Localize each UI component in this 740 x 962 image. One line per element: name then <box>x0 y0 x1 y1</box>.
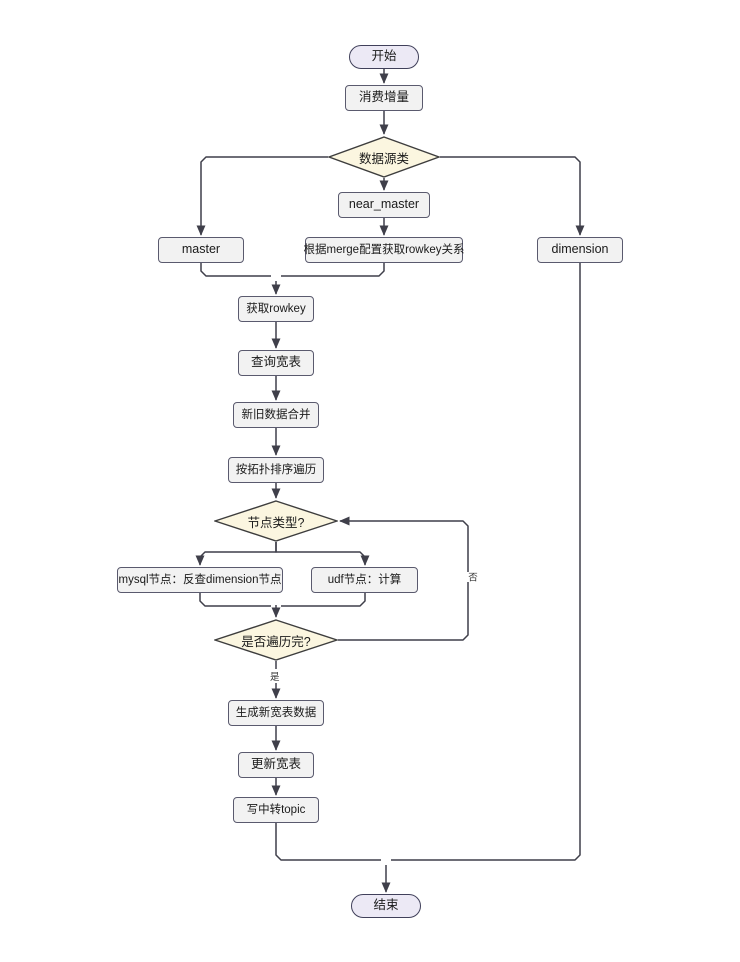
node-topological-traverse[interactable]: 按拓扑排序遍历 <box>228 457 324 483</box>
edge-label-yes: 是 <box>269 669 281 683</box>
node-merge-config-rowkey[interactable]: 根据merge配置获取rowkey关系 <box>303 237 465 263</box>
node-traverse-finished-decision[interactable]: 是否遍历完? <box>214 619 338 661</box>
node-master[interactable]: master <box>158 237 244 263</box>
edge-nodetype-udfnode <box>275 542 370 566</box>
node-merge-old-new-data[interactable]: 新旧数据合并 <box>233 402 319 428</box>
node-update-wide-table[interactable]: 更新宽表 <box>238 752 314 778</box>
edge-dimension-join <box>391 263 581 861</box>
node-write-relay-topic[interactable]: 写中转topic <box>233 797 319 823</box>
edge-nodetype-mysqlnode <box>195 542 277 566</box>
node-query-wide-table[interactable]: 查询宽表 <box>238 350 314 376</box>
node-generate-new-wide-table-data[interactable]: 生成新宽表数据 <box>228 700 324 726</box>
node-source-type-label: 数据源类 <box>358 151 409 166</box>
node-traverse-finished-label: 是否遍历完? <box>241 634 311 649</box>
edge-srctype-master <box>196 156 328 236</box>
node-near-master[interactable]: near_master <box>338 192 430 218</box>
edge-mergecfg-join <box>281 263 385 277</box>
edge-mysqlnode-join <box>199 593 271 607</box>
node-end[interactable]: 结束 <box>351 894 421 918</box>
node-dimension[interactable]: dimension <box>537 237 623 263</box>
node-consume-increment[interactable]: 消费增量 <box>345 85 423 111</box>
node-node-type-decision[interactable]: 节点类型? <box>214 500 338 542</box>
edge-udfnode-join <box>281 593 366 607</box>
edge-label-no: 否 <box>463 572 479 582</box>
edge-writetopic-join <box>275 823 381 861</box>
node-mysql-node[interactable]: mysql节点：反查dimension节点 <box>117 567 283 593</box>
edge-master-join <box>200 263 271 277</box>
node-udf-node[interactable]: udf节点：计算 <box>311 567 418 593</box>
node-node-type-label: 节点类型? <box>247 515 305 530</box>
node-source-type-decision[interactable]: 数据源类 <box>328 136 440 178</box>
edge-srctype-dimension <box>440 156 585 236</box>
node-get-rowkey[interactable]: 获取rowkey <box>238 296 314 322</box>
node-start[interactable]: 开始 <box>349 45 419 69</box>
